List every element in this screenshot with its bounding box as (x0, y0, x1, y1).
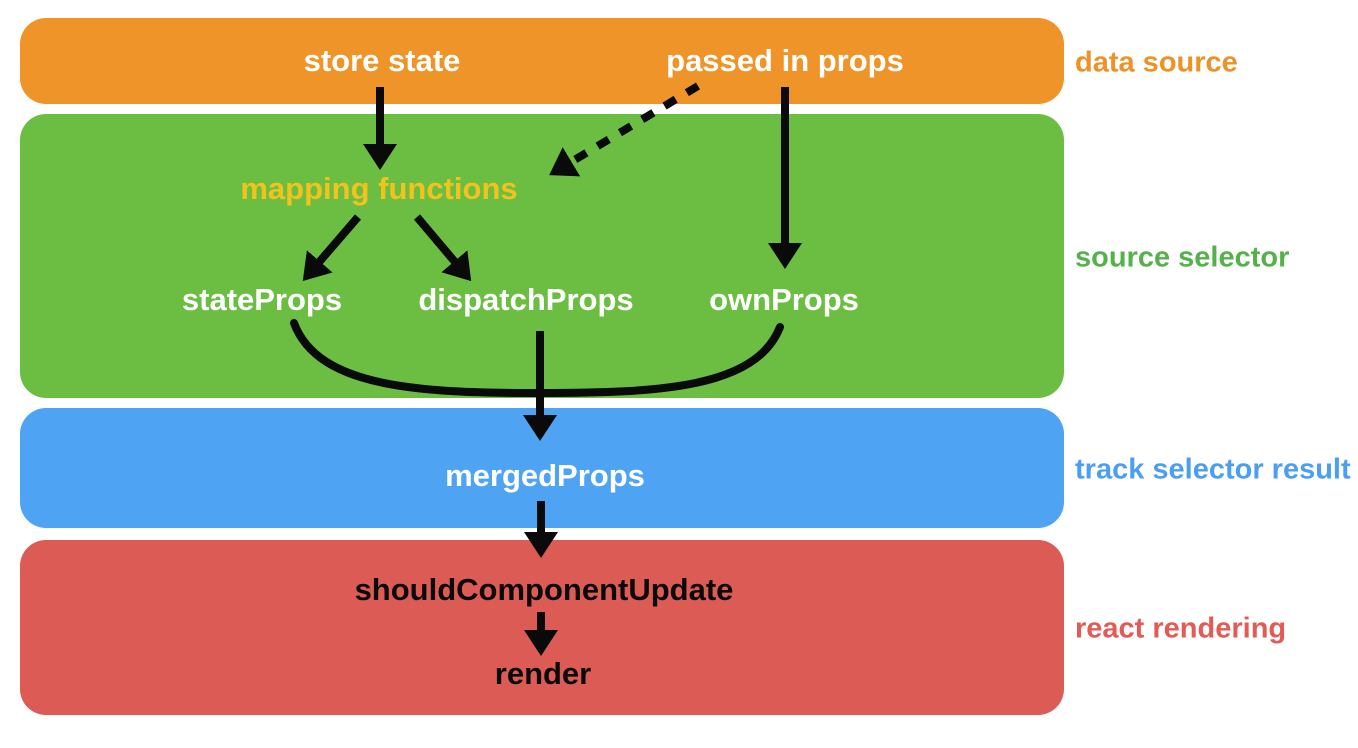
node-mapping-functions: mapping functions (240, 171, 518, 206)
node-ownprops: ownProps (709, 282, 859, 317)
band-label-track-selector-result: track selector result (1075, 453, 1351, 486)
band-label-source-selector: source selector (1075, 241, 1290, 274)
band-source-selector (20, 114, 1064, 398)
band-label-react-rendering: react rendering (1075, 612, 1287, 645)
node-render: render (494, 656, 592, 691)
node-dispatchprops: dispatchProps (418, 282, 634, 317)
node-passed-in-props: passed in props (666, 43, 904, 78)
node-shouldcomponentupdate: shouldComponentUpdate (354, 572, 734, 607)
node-stateprops: stateProps (181, 282, 343, 317)
band-label-data-source: data source (1075, 46, 1238, 79)
node-store-state: store state (303, 43, 461, 78)
node-mergedprops: mergedProps (445, 458, 645, 493)
band-data-source (20, 18, 1064, 104)
